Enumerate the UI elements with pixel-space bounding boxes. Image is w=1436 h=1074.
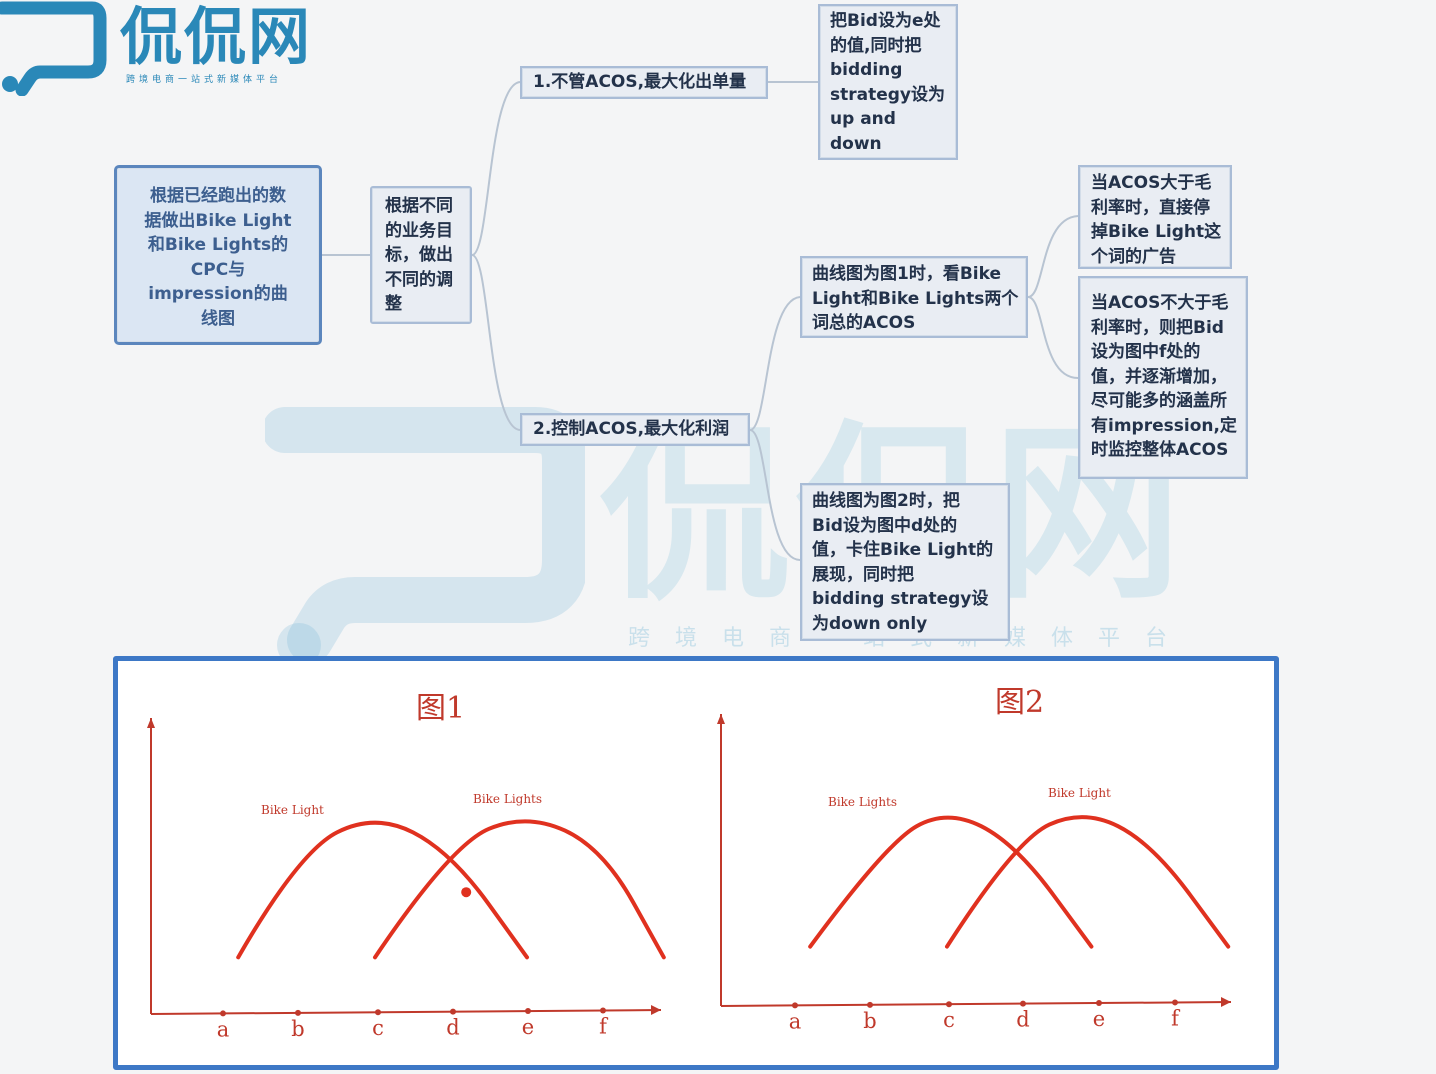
branch1-label: 1.不管ACOS,最大化出单量: [520, 66, 768, 99]
case1-child-a: 当ACOS大于毛 利率时，直接停 掉Bike Light这 个词的广告: [1078, 165, 1232, 269]
x-tick-label: f: [599, 1014, 609, 1038]
series-label: Bike Light: [1048, 786, 1111, 800]
chart-title: 图1: [416, 691, 465, 726]
x-tick-label: f: [1171, 1006, 1181, 1030]
y-axis-arrow: [717, 714, 725, 724]
marker-point: [461, 887, 472, 898]
series-line: [945, 815, 1231, 949]
x-tick-mark: [1020, 1000, 1026, 1007]
x-tick-mark: [600, 1007, 606, 1014]
y-axis-arrow: [147, 718, 155, 728]
connector-case1-children: [1027, 215, 1079, 379]
x-tick-mark: [1096, 1000, 1102, 1007]
x-tick-mark: [375, 1009, 381, 1016]
x-tick-mark: [1172, 999, 1178, 1006]
x-tick-mark: [220, 1010, 226, 1017]
x-tick-label: e: [522, 1015, 534, 1039]
x-axis-arrow: [651, 1005, 661, 1015]
logo-tagline: 跨境电商一站式新媒体平台: [126, 75, 283, 85]
x-tick-mark: [525, 1008, 531, 1015]
x-tick-label: a: [789, 1009, 802, 1033]
x-tick-mark: [295, 1009, 301, 1016]
x-tick-label: c: [372, 1016, 384, 1040]
case1-label: 曲线图为图1时，看Bike Light和Bike Lights两个 词总的ACO…: [800, 256, 1028, 338]
x-tick-mark: [867, 1001, 873, 1008]
case2-label: 曲线图为图2时，把 Bid设为图中d处的 值，卡住Bike Light的 展现，…: [800, 483, 1010, 641]
branch1-child: 把Bid设为e处 的值,同时把 bidding strategy设为 up an…: [818, 4, 958, 160]
logo-text: 侃侃网: [120, 0, 313, 73]
x-tick-label: c: [943, 1008, 955, 1032]
series-line: [808, 815, 1094, 949]
x-tick-label: b: [863, 1009, 876, 1033]
chart-panel: [113, 656, 1279, 1070]
series-line: [373, 819, 666, 960]
x-tick-mark: [792, 1002, 798, 1009]
root-node: 根据已经跑出的数 据做出Bike Light 和Bike Lights的 CPC…: [114, 165, 322, 345]
x-tick-label: b: [291, 1017, 304, 1041]
x-axis-arrow: [1221, 997, 1231, 1007]
branch2-label: 2.控制ACOS,最大化利润: [520, 413, 750, 446]
x-tick-label: e: [1093, 1007, 1105, 1031]
mindmap-connectors: [322, 81, 1079, 561]
series-label: Bike Lights: [473, 792, 542, 806]
x-tick-mark: [946, 1001, 952, 1008]
series-label: Bike Light: [261, 803, 324, 817]
x-axis: [150, 1009, 662, 1015]
logo-icon: [0, 1, 107, 96]
chart-title: 图2: [995, 685, 1044, 720]
series-line: [236, 820, 529, 960]
x-tick-mark: [450, 1008, 456, 1015]
series-label: Bike Lights: [828, 795, 897, 809]
x-tick-label: d: [446, 1016, 459, 1040]
connector-branch2-cases: [749, 296, 801, 561]
x-tick-label: a: [217, 1017, 230, 1041]
connector-level1-branches: [471, 81, 521, 431]
case1-child-b: 当ACOS不大于毛 利率时，则把Bid 设为图中f处的 值，并逐渐增加， 尽可能…: [1078, 276, 1248, 479]
x-axis: [720, 1001, 1232, 1007]
level1-node: 根据不同 的业务目 标，做出 不同的调 整: [370, 186, 472, 324]
x-tick-label: d: [1016, 1008, 1029, 1032]
